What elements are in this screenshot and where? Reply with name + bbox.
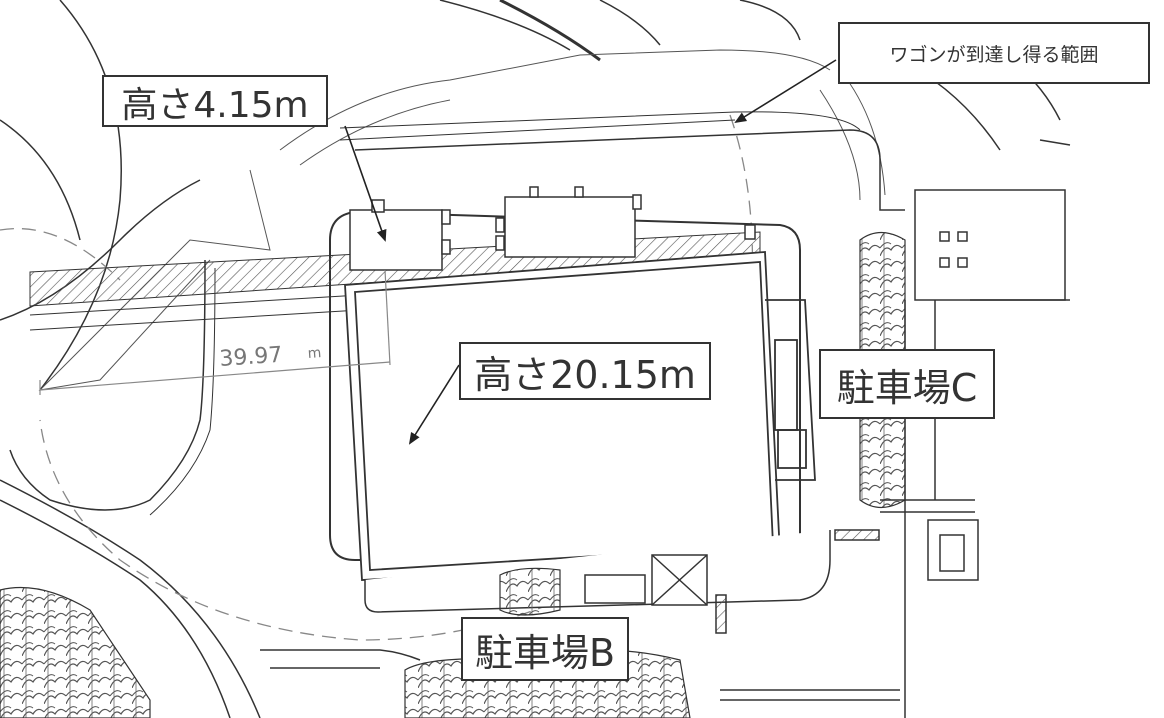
dimension-value: 39.97 bbox=[219, 343, 284, 372]
leader-arrows bbox=[344, 59, 837, 445]
access-road bbox=[9, 259, 206, 511]
main-building-height-label: 高さ20.15m bbox=[459, 342, 711, 400]
small-buildings bbox=[349, 186, 756, 271]
dimension-line bbox=[39, 269, 391, 395]
main-building bbox=[344, 251, 816, 581]
parking-b-label: 駐車場B bbox=[461, 617, 629, 681]
parking-c-label: 駐車場C bbox=[819, 349, 995, 419]
embankment-symbols bbox=[38, 49, 886, 391]
lower-structure bbox=[364, 530, 831, 613]
small-building-height-label: 高さ4.15m bbox=[102, 75, 328, 127]
wagon-range-label: ワゴンが到達し得る範囲 bbox=[838, 22, 1150, 84]
dimension-unit: m bbox=[307, 345, 322, 362]
